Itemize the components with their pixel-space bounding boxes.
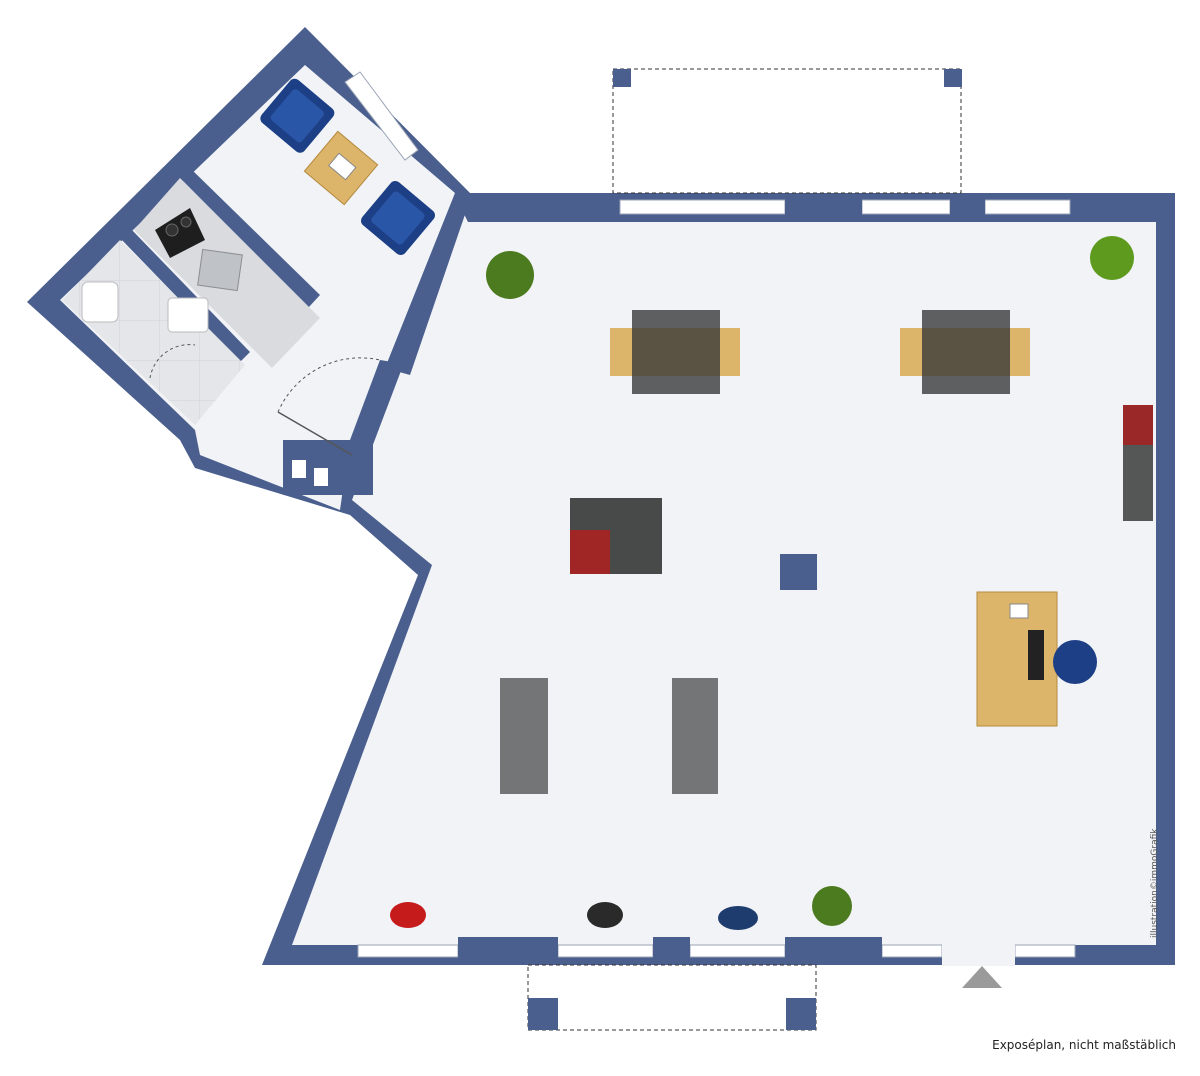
coffee-table-icon (303, 130, 379, 206)
sink-icon (167, 297, 209, 333)
canopy-bottom (527, 964, 817, 1031)
entrance-gap (942, 944, 1015, 966)
toilet-room (62, 240, 245, 425)
armchair-icon (260, 78, 335, 153)
outer-walls (27, 27, 1175, 965)
plant-icon (486, 236, 1134, 926)
bench-icon (390, 902, 758, 930)
lounge (260, 78, 435, 255)
office-chair-icon (1053, 640, 1097, 684)
shoe-rack-icon (610, 310, 1030, 394)
shoe-rack-icon (1123, 405, 1153, 521)
shaft (292, 460, 328, 486)
illustration-credit: illustration©immoGrafik (1150, 828, 1160, 939)
canopy-top (612, 68, 962, 194)
shoe-rack-icon (570, 498, 662, 574)
shoe-rack-icon (500, 678, 718, 794)
entrance-arrow-icon (962, 966, 1002, 988)
partition-walls (120, 168, 470, 495)
kitchenette-icon (134, 178, 320, 368)
toilet-icon (81, 281, 119, 323)
armchair-icon (361, 181, 435, 255)
pillar-icon (780, 554, 817, 590)
plan-caption: Exposéplan, nicht maßstäblich (992, 1038, 1176, 1052)
door-swing (277, 357, 381, 413)
desk-icon (976, 591, 1058, 727)
window-piers (458, 193, 985, 965)
